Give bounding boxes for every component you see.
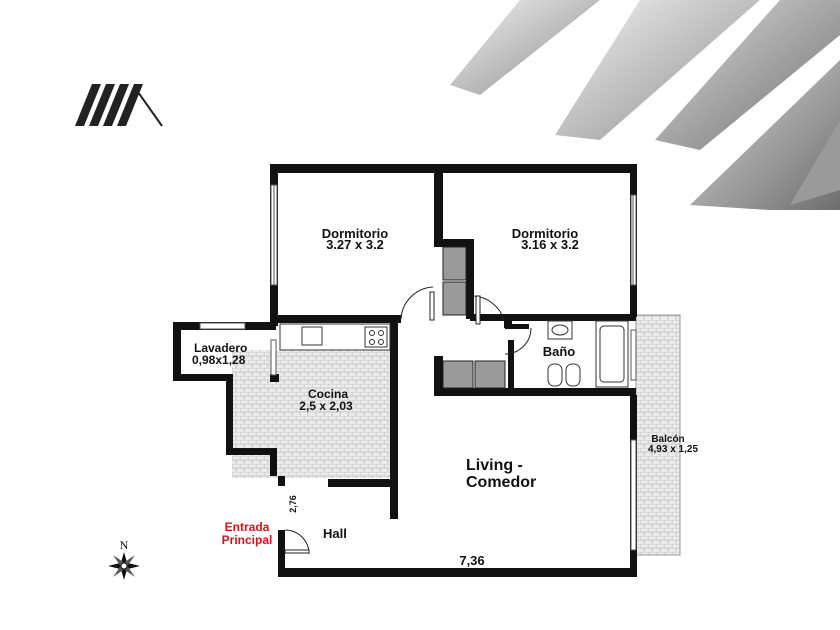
dormitorio-2-name: Dormitorio [512, 226, 579, 241]
closets [442, 246, 506, 389]
living-line2: Comedor [466, 474, 536, 491]
bathroom-fixtures [547, 320, 629, 388]
compass-label: N [120, 538, 129, 552]
dimension-hall-side: 2,76 [288, 495, 298, 513]
lavadero-name: Lavadero [194, 341, 247, 355]
windows [199, 184, 637, 551]
entrance-line1: Entrada [225, 520, 270, 534]
compass-icon [108, 552, 140, 580]
cocina-floor [232, 350, 390, 478]
living-line1: Living - [466, 457, 523, 474]
doors [284, 286, 532, 555]
dormitorio-1-size: 3.27 x 3.2 [326, 237, 384, 252]
dormitorio-2-size: 3.16 x 3.2 [521, 237, 579, 252]
decorative-stripes [450, 0, 840, 210]
balcon-floor [636, 315, 680, 555]
entrance-line2: Principal [222, 533, 273, 547]
hall-name: Hall [323, 526, 347, 541]
company-logo [75, 84, 163, 127]
balcon-size: 4,93 x 1,25 [648, 444, 698, 455]
cocina-name: Cocina [308, 387, 348, 401]
dormitorio-1-name: Dormitorio [322, 226, 389, 241]
cocina-size: 2,5 x 2,03 [299, 399, 353, 413]
dimension-width: 7,36 [459, 553, 484, 568]
lavadero-size: 0,98x1,28 [192, 353, 246, 367]
kitchen-counter [279, 323, 391, 351]
bano-name: Baño [543, 344, 576, 359]
balcon-name: Balcón [651, 434, 684, 445]
